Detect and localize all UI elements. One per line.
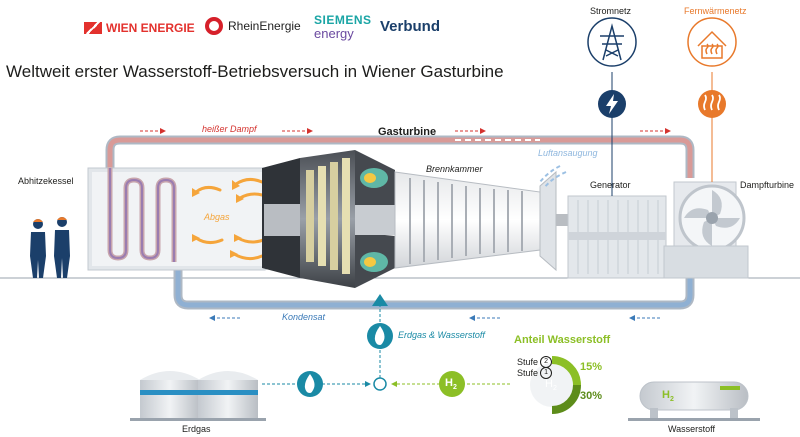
stromnetz-circle: [587, 17, 637, 67]
exhaust-shaft: [264, 204, 300, 236]
steam-pipe: [107, 137, 693, 178]
h2-gauge-label: H2: [545, 378, 557, 393]
gasturbine-label: Gasturbine: [378, 126, 437, 138]
logo-wien-energie: WIEN ENERGIE: [84, 21, 195, 35]
logo-siemens-energy: SIEMENS energy: [314, 13, 372, 41]
pct-15-label: 15%: [580, 361, 603, 373]
h2-tank-label: H2: [662, 389, 674, 404]
h2-gauge-stage1: [551, 384, 581, 414]
luftansaugung-label: Luftansaugung: [538, 148, 598, 158]
rheinenergie-ring-icon: [205, 17, 223, 35]
flame-icon-erdgas: [304, 374, 315, 393]
generator-band: [568, 232, 666, 240]
logo-verbund: Verbund: [380, 18, 441, 35]
air-intake-arrows: [539, 165, 567, 189]
steam-turbine-hub: [706, 212, 718, 224]
air-intake: [539, 170, 557, 272]
mixing-node: [373, 377, 387, 391]
compressor: [394, 171, 541, 269]
boiler-coil-inner: [109, 168, 175, 262]
h2-gauge-stage2: [551, 356, 581, 386]
h2-badge: [439, 371, 465, 397]
anteil-wasserstoff-title: Anteil Wasserstoff: [514, 334, 611, 346]
lightning-icon: [606, 94, 618, 114]
steam-turbine-base: [663, 245, 749, 279]
stromnetz-label: Stromnetz: [590, 6, 632, 16]
burner-core-upper: [364, 173, 376, 183]
steam-turbine-vanes: [684, 190, 740, 246]
helmet-2: [57, 217, 67, 220]
gas-tanks: [130, 371, 266, 421]
exhaust-arrowheads: [192, 180, 244, 258]
house-heat-icon: [697, 30, 727, 59]
burner-core-lower: [364, 257, 376, 267]
generator-label: Generator: [590, 180, 631, 190]
compressor-blades: [409, 178, 523, 264]
abgas-label: Abgas: [204, 212, 230, 222]
erdgas-label: Erdgas: [182, 424, 211, 434]
flame-icon-mix: [374, 326, 385, 345]
helmet-1: [33, 219, 43, 222]
pylon-icon: [600, 23, 624, 61]
erdgas-wasserstoff-label: Erdgas & Wasserstoff: [398, 330, 485, 340]
condensate-pipe: [175, 262, 693, 308]
logo-rheinenergie: RheinEnergie: [205, 17, 301, 35]
stufe-1-row: Stufe 1: [517, 367, 553, 379]
heat-waves-icon: [703, 94, 721, 111]
h2-badge-label: H2: [445, 377, 457, 392]
gas-arrow-head: [372, 294, 388, 306]
turbine-blades: [306, 158, 350, 274]
workers-icon: [30, 217, 70, 278]
wasserstoff-label: Wasserstoff: [668, 424, 716, 434]
wien-energie-mark-icon: [84, 22, 102, 34]
pct-30-label: 30%: [580, 390, 603, 402]
brennkammer-label: Brennkammer: [426, 164, 483, 174]
fernwaermenetz-label: Fernwärmenetz: [684, 6, 747, 16]
fernwaerme-circle: [687, 17, 737, 67]
heisser-dampf-label: heißer Dampf: [202, 124, 257, 134]
h2-tank: [628, 381, 760, 421]
page-title: Weltweit erster Wasserstoff-Betriebsvers…: [6, 62, 504, 81]
abhitzekessel-label: Abhitzekessel: [18, 176, 74, 186]
kondensat-label: Kondensat: [282, 312, 326, 322]
dampfturbine-label: Dampfturbine: [740, 180, 795, 190]
